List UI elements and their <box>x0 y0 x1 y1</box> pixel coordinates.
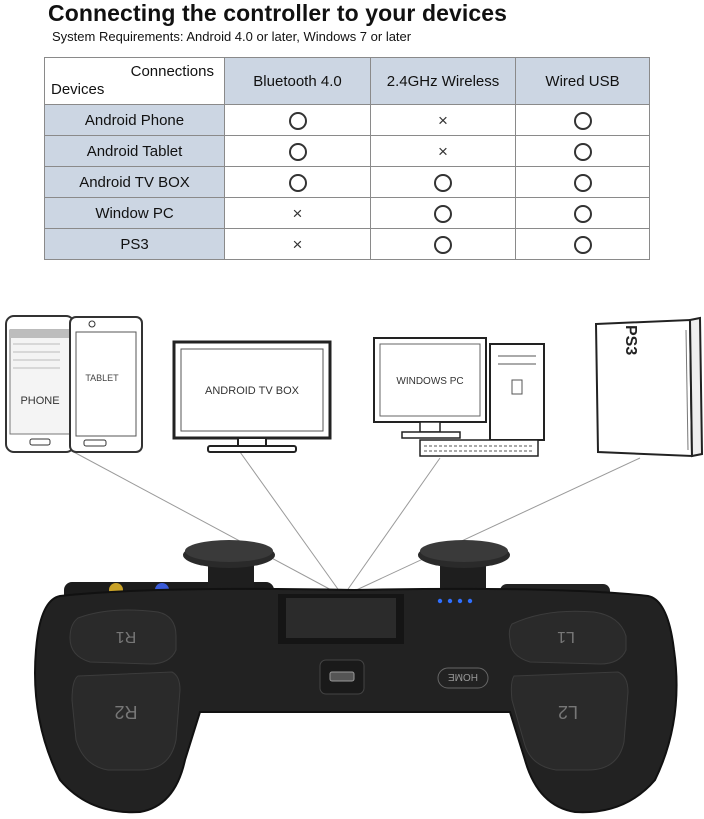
support-cell <box>515 228 650 260</box>
supported-circle-icon <box>288 111 307 130</box>
tablet-icon: TABLET <box>69 316 143 453</box>
support-cell <box>515 166 650 198</box>
ps3-label: PS3 <box>622 325 639 355</box>
supported-circle-icon <box>434 204 452 223</box>
column-header: Bluetooth 4.0 <box>224 57 371 105</box>
l2-label: L2 <box>558 702 578 722</box>
table-row: Android Tablet × <box>44 135 650 167</box>
page-title: Connecting the controller to your device… <box>48 0 508 26</box>
tv-label: ANDROID TV BOX <box>205 385 300 397</box>
row-device-label: Window PC <box>44 197 225 229</box>
row-device-label: Android TV BOX <box>44 166 225 198</box>
connection-lines <box>69 449 641 593</box>
supported-circle-icon <box>573 111 592 130</box>
unsupported-cross-icon: × <box>292 203 303 223</box>
support-cell <box>515 104 650 136</box>
phone-label: PHONE <box>20 395 59 407</box>
table-row: PS3 × <box>44 228 650 260</box>
support-cell <box>515 135 650 167</box>
row-device-label: PS3 <box>44 228 225 260</box>
compatibility-table: Connections Devices Bluetooth 4.0 2.4GHz… <box>44 57 650 260</box>
supported-circle-icon <box>573 204 592 223</box>
support-cell <box>224 135 371 167</box>
system-requirements: System Requirements: Android 4.0 or late… <box>52 29 412 44</box>
supported-circle-icon <box>573 173 592 192</box>
ps3-icon: PS3 <box>594 316 704 458</box>
row-device-label: Android Tablet <box>44 135 225 167</box>
corner-connections-label: Connections <box>130 63 214 80</box>
tv-icon: ANDROID TV BOX <box>172 340 332 453</box>
unsupported-cross-icon: × <box>438 110 448 130</box>
support-cell: × <box>370 104 516 136</box>
pc-label: WINDOWS PC <box>396 376 463 387</box>
supported-circle-icon <box>573 235 592 254</box>
supported-circle-icon <box>434 173 452 192</box>
support-cell <box>224 104 371 136</box>
gamepad-image: HOME R1 R2 L1 L2 <box>34 540 678 814</box>
unsupported-cross-icon: × <box>292 234 303 254</box>
pc-icon: WINDOWS PC <box>373 337 545 457</box>
support-cell <box>370 228 516 260</box>
supported-circle-icon <box>288 173 307 192</box>
corner-devices-label: Devices <box>51 81 105 98</box>
support-cell: × <box>370 135 516 167</box>
phone-icon: PHONE <box>5 315 75 453</box>
support-cell <box>370 166 516 198</box>
table-row: Window PC × <box>44 197 650 229</box>
support-cell <box>515 197 650 229</box>
column-header: Wired USB <box>515 57 650 105</box>
row-device-label: Android Phone <box>44 104 225 136</box>
supported-circle-icon <box>434 235 452 254</box>
r2-label: R2 <box>114 702 137 722</box>
home-label: HOME <box>448 671 478 682</box>
tablet-label: TABLET <box>85 373 119 383</box>
table-row: Android Phone × <box>44 104 650 136</box>
supported-circle-icon <box>573 142 592 161</box>
support-cell: × <box>224 228 371 260</box>
r1-label: R1 <box>116 628 137 645</box>
support-cell <box>370 197 516 229</box>
supported-circle-icon <box>288 142 307 161</box>
column-header: 2.4GHz Wireless <box>370 57 516 105</box>
l1-label: L1 <box>557 628 575 645</box>
table-header-row: Connections Devices Bluetooth 4.0 2.4GHz… <box>44 57 650 105</box>
unsupported-cross-icon: × <box>438 141 448 161</box>
